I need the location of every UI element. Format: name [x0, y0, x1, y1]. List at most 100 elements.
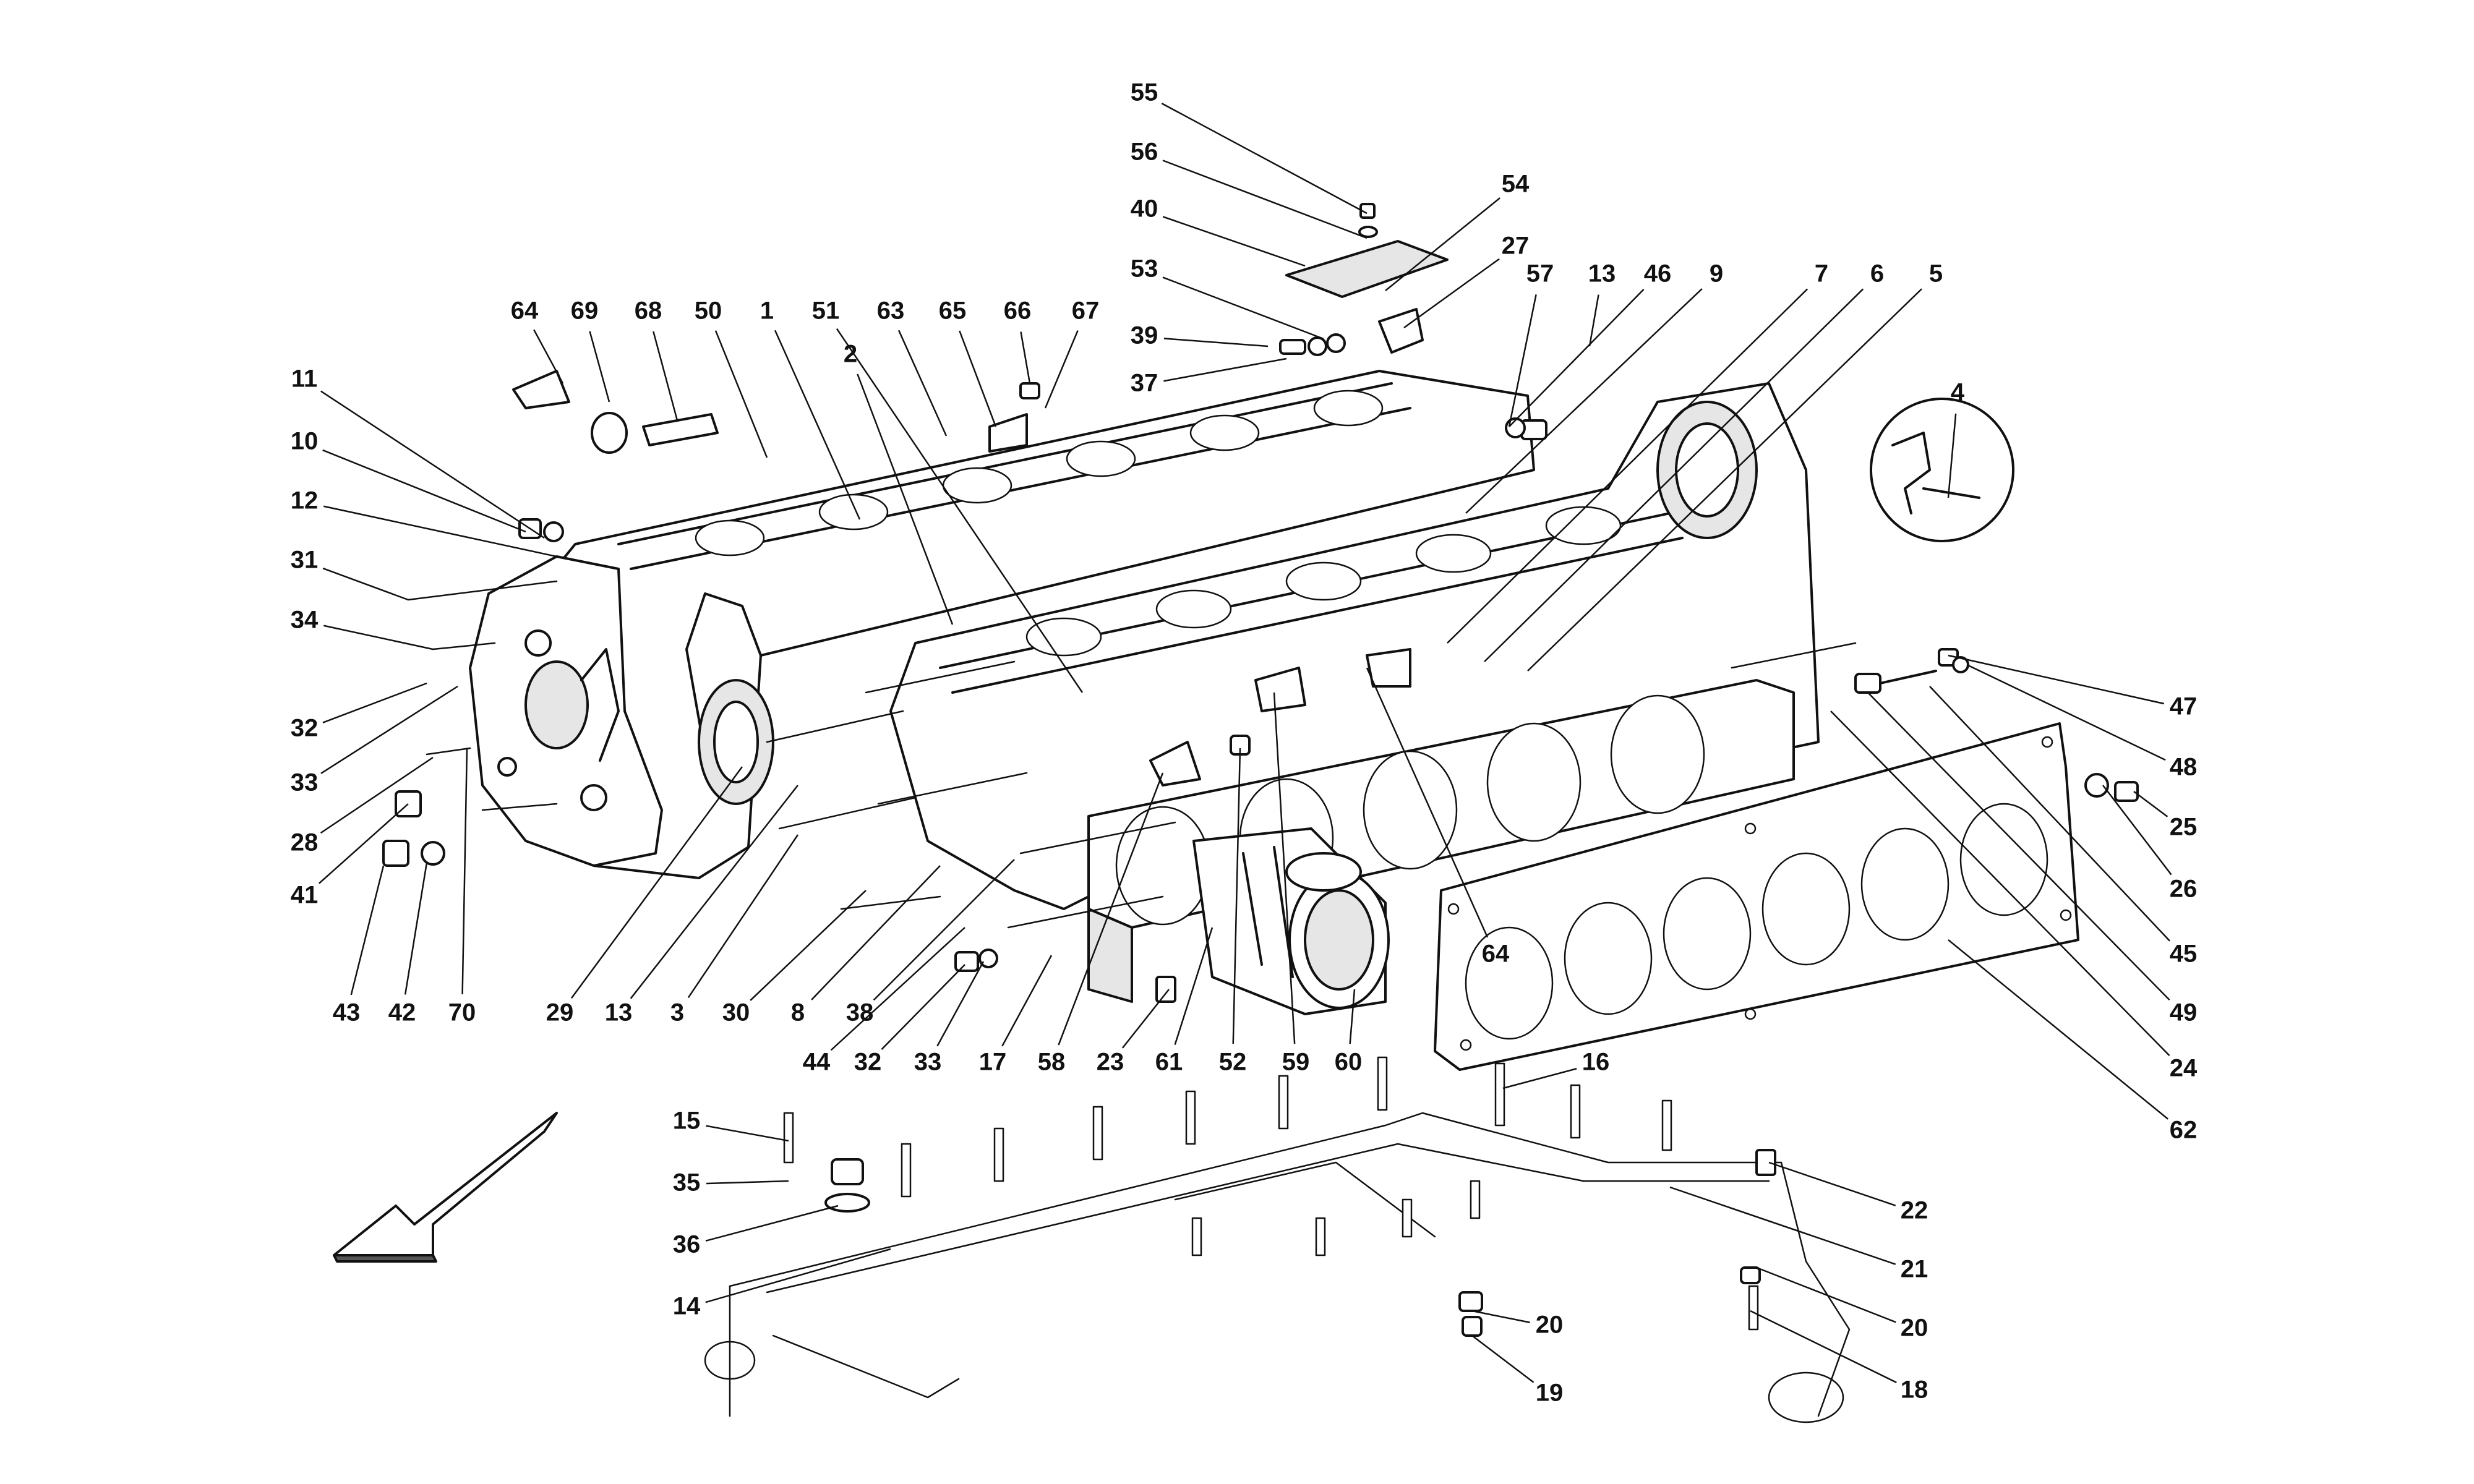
- callout-c30: 30: [722, 890, 867, 1026]
- leader-line: [1465, 288, 1703, 514]
- small-hardware: [382, 203, 2139, 1337]
- leader-line: [830, 927, 965, 1051]
- callout-number: 48: [2170, 754, 2198, 781]
- callout-c45: 45: [1929, 686, 2197, 968]
- leader-line: [1502, 1068, 1577, 1090]
- callout-c32b: 32: [854, 964, 965, 1076]
- leader-line: [1232, 748, 1241, 1044]
- callout-number: 13: [1588, 260, 1616, 288]
- callout-c67: 67: [1044, 297, 1100, 409]
- callout-number: 49: [2170, 999, 2198, 1026]
- callout-c13a: 13: [1588, 260, 1616, 347]
- callout-c59: 59: [1273, 692, 1310, 1076]
- callout-number: 33: [914, 1049, 942, 1076]
- callout-c6: 6: [1484, 260, 1884, 662]
- callout-c39: 39: [1131, 322, 1269, 349]
- leader-line: [1121, 989, 1170, 1049]
- callout-number: 10: [291, 428, 319, 455]
- callout-number: 7: [1815, 260, 1828, 288]
- leader-line: [1163, 338, 1269, 348]
- callout-number: 20: [1536, 1311, 1564, 1339]
- leader-line: [1058, 772, 1164, 1046]
- callout-c15: 15: [673, 1107, 789, 1142]
- callout-c18: 18: [1750, 1310, 1928, 1404]
- callout-number: 59: [1282, 1049, 1310, 1076]
- leader-line: [322, 567, 409, 601]
- leader-line: [1174, 927, 1213, 1045]
- leader-line: [1447, 288, 1808, 644]
- leader-line: [936, 961, 985, 1047]
- callout-number: 19: [1536, 1380, 1564, 1407]
- leader-line: [1830, 710, 2170, 1057]
- callout-c47: 47: [1948, 654, 2197, 720]
- leader-line: [1508, 294, 1537, 427]
- leader-line: [320, 390, 545, 539]
- callout-c29: 29: [546, 766, 743, 1026]
- callout-c28: 28: [291, 756, 434, 856]
- callout-c23: 23: [1097, 989, 1170, 1076]
- leader-line: [1020, 331, 1031, 384]
- leader-line: [1750, 1310, 1897, 1384]
- leader-line: [714, 330, 768, 458]
- leader-line: [705, 1248, 891, 1303]
- callout-c64b: 64: [1366, 667, 1510, 968]
- callout-number: 70: [448, 999, 476, 1026]
- callout-c27: 27: [1403, 232, 1530, 329]
- callout-number: 12: [291, 487, 319, 514]
- callout-c62: 62: [1948, 939, 2198, 1144]
- leader-line: [881, 964, 965, 1051]
- callout-number: 39: [1131, 322, 1158, 349]
- leader-line: [1471, 1335, 1534, 1383]
- callout-c63: 63: [877, 297, 948, 437]
- callout-c51: 51: [812, 297, 1084, 693]
- callout-c33a: 33: [291, 685, 458, 796]
- callout-number: 33: [291, 769, 319, 796]
- leader-line: [1947, 413, 1957, 498]
- callout-number: 11: [291, 365, 317, 393]
- sump-studs: [783, 1056, 1759, 1331]
- callout-c66: 66: [1004, 297, 1031, 384]
- callout-number: 61: [1155, 1049, 1183, 1076]
- callout-number: 46: [1644, 260, 1672, 288]
- leader-line: [320, 756, 434, 834]
- callout-number: 18: [1901, 1376, 1928, 1404]
- callout-c14: 14: [673, 1248, 891, 1320]
- leader-line: [1527, 288, 1922, 672]
- callout-number: 16: [1582, 1049, 1610, 1076]
- callout-number: 44: [803, 1049, 831, 1076]
- callout-c48: 48: [1966, 663, 2198, 781]
- leader-line: [1867, 692, 2170, 1001]
- callout-c19: 19: [1471, 1335, 1564, 1407]
- callout-c60: 60: [1335, 989, 1362, 1076]
- callout-number: 62: [2170, 1117, 2198, 1144]
- callout-number: 14: [673, 1293, 701, 1320]
- callout-c4: 4: [1947, 379, 1965, 498]
- callout-number: 23: [1097, 1049, 1124, 1076]
- callout-c1: 1: [760, 297, 861, 520]
- callout-number: 22: [1901, 1197, 1928, 1224]
- callout-c64a: 64: [511, 297, 564, 384]
- callout-number: 32: [854, 1049, 882, 1076]
- callout-c26: 26: [2102, 785, 2197, 903]
- leader-line: [1162, 276, 1324, 340]
- callout-c68: 68: [635, 297, 678, 421]
- callout-number: 27: [1502, 232, 1530, 260]
- leader-line: [320, 685, 458, 774]
- callout-c2: 2: [844, 341, 954, 625]
- callout-number: 13: [605, 999, 633, 1026]
- callout-c11: 11: [291, 365, 545, 539]
- callout-number: 52: [1219, 1049, 1247, 1076]
- callout-number: 67: [1072, 297, 1100, 325]
- callout-c10: 10: [291, 428, 526, 533]
- callout-number: 56: [1131, 139, 1158, 166]
- callout-number: 25: [2170, 814, 2198, 841]
- callout-number: 4: [1951, 379, 1965, 406]
- leader-line: [589, 331, 610, 403]
- callout-c13b: 13: [605, 785, 798, 1026]
- callout-c25: 25: [2133, 791, 2198, 841]
- callout-number: 17: [979, 1049, 1007, 1076]
- leader-line: [857, 373, 954, 625]
- callout-number: 34: [291, 607, 319, 634]
- leader-line: [811, 865, 941, 1000]
